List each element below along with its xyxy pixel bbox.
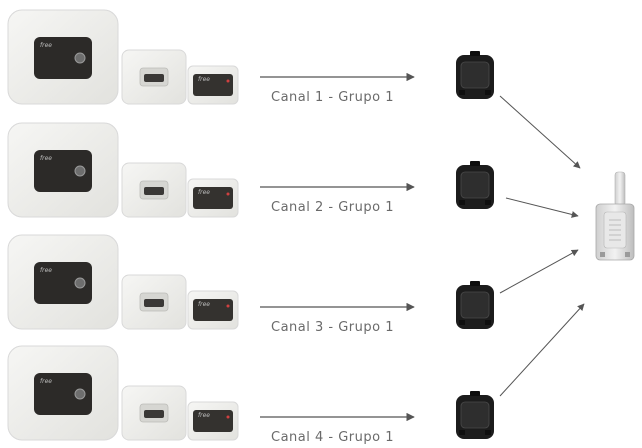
wall-switch-large-icon: free xyxy=(7,122,119,218)
canal-label: Canal 4 - Grupo 1 xyxy=(271,430,394,445)
svg-text:free: free xyxy=(198,76,210,83)
arrow-icon xyxy=(499,95,581,169)
receiver-module-icon xyxy=(456,391,494,439)
wall-switch-large-icon: free xyxy=(7,9,119,105)
wall-switch-small-icon: free xyxy=(187,178,239,218)
wall-switch-medium-icon xyxy=(121,274,187,330)
svg-text:free: free xyxy=(198,301,210,308)
wall-switch-medium-icon xyxy=(121,162,187,218)
wall-switch-large-icon: free xyxy=(7,234,119,330)
svg-text:free: free xyxy=(198,412,210,419)
gateway-antenna-icon xyxy=(595,171,635,261)
svg-text:free: free xyxy=(40,42,52,49)
svg-text:free: free xyxy=(40,155,52,162)
canal-label: Canal 1 - Grupo 1 xyxy=(271,90,394,105)
wall-switch-small-icon: free xyxy=(187,65,239,105)
arrow-icon xyxy=(499,303,585,397)
canal-label: Canal 3 - Grupo 1 xyxy=(271,320,394,335)
arrow-icon xyxy=(499,249,579,294)
canal-label: Canal 2 - Grupo 1 xyxy=(271,200,394,215)
receiver-module-icon xyxy=(456,51,494,99)
wall-switch-small-icon: free xyxy=(187,401,239,441)
receiver-module-icon xyxy=(456,161,494,209)
svg-text:free: free xyxy=(40,378,52,385)
receiver-module-icon xyxy=(456,281,494,329)
wall-switch-medium-icon xyxy=(121,385,187,441)
arrow-icon xyxy=(505,197,579,218)
svg-text:free: free xyxy=(40,267,52,274)
wall-switch-large-icon: free xyxy=(7,345,119,441)
wall-switch-small-icon: free xyxy=(187,290,239,330)
wall-switch-medium-icon xyxy=(121,49,187,105)
svg-text:free: free xyxy=(198,189,210,196)
